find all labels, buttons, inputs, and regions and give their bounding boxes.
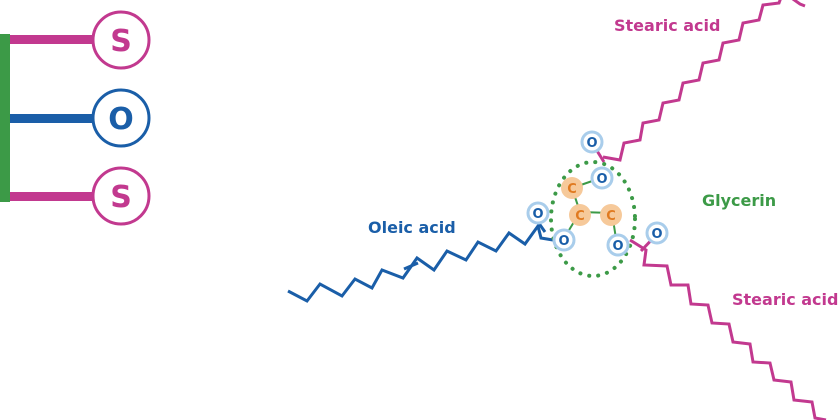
svg-text:O: O: [586, 136, 597, 151]
oxygen-atom-top-carbonyl: O: [580, 130, 604, 154]
svg-text:C: C: [575, 209, 585, 224]
legend-letter-top: S: [110, 24, 132, 59]
legend-circle-middle: [91, 88, 151, 148]
carbon-atom-1: C: [561, 177, 583, 199]
legend-circle-top: [91, 10, 151, 70]
svg-text:C: C: [606, 209, 616, 224]
oxygen-atom-bottom-ester: O: [606, 233, 630, 257]
carbon-atom-3: C: [600, 204, 622, 226]
legend-bar-bottom: [10, 192, 92, 201]
legend-circle-bottom: [91, 166, 151, 226]
oleic-double-bond: [403, 261, 419, 271]
oleic-chain: [287, 222, 554, 303]
svg-text:O: O: [596, 172, 607, 187]
oxygen-atom-oleic-ester: O: [552, 228, 576, 252]
carbon-atom-2: C: [569, 204, 591, 226]
legend-letter-bottom: S: [110, 180, 132, 215]
svg-text:O: O: [558, 234, 569, 249]
sos-legend: S O S: [0, 10, 151, 226]
glycerin-ring: [549, 160, 637, 278]
svg-text:O: O: [651, 227, 662, 242]
svg-text:O: O: [612, 239, 623, 254]
svg-text:C: C: [567, 182, 577, 197]
legend-bar-middle: [10, 114, 92, 123]
stearic-acid-label-top: Stearic acid: [614, 16, 720, 35]
oxygen-atom-bottom-carbonyl: O: [645, 221, 669, 245]
legend-backbone: [0, 34, 10, 202]
glycerin-label: Glycerin: [702, 191, 776, 210]
oxygen-atom-top-ester: O: [590, 166, 614, 190]
stearic-chain-top: [602, 0, 806, 162]
stearic-chain-bottom: [629, 238, 827, 420]
legend-letter-middle: O: [108, 102, 134, 137]
stearic-acid-label-bottom: Stearic acid: [732, 290, 838, 309]
legend-bar-top: [10, 35, 92, 44]
svg-text:O: O: [532, 207, 543, 222]
oleic-acid-label: Oleic acid: [368, 218, 456, 237]
oxygen-atom-oleic-carbonyl: O: [526, 201, 550, 225]
